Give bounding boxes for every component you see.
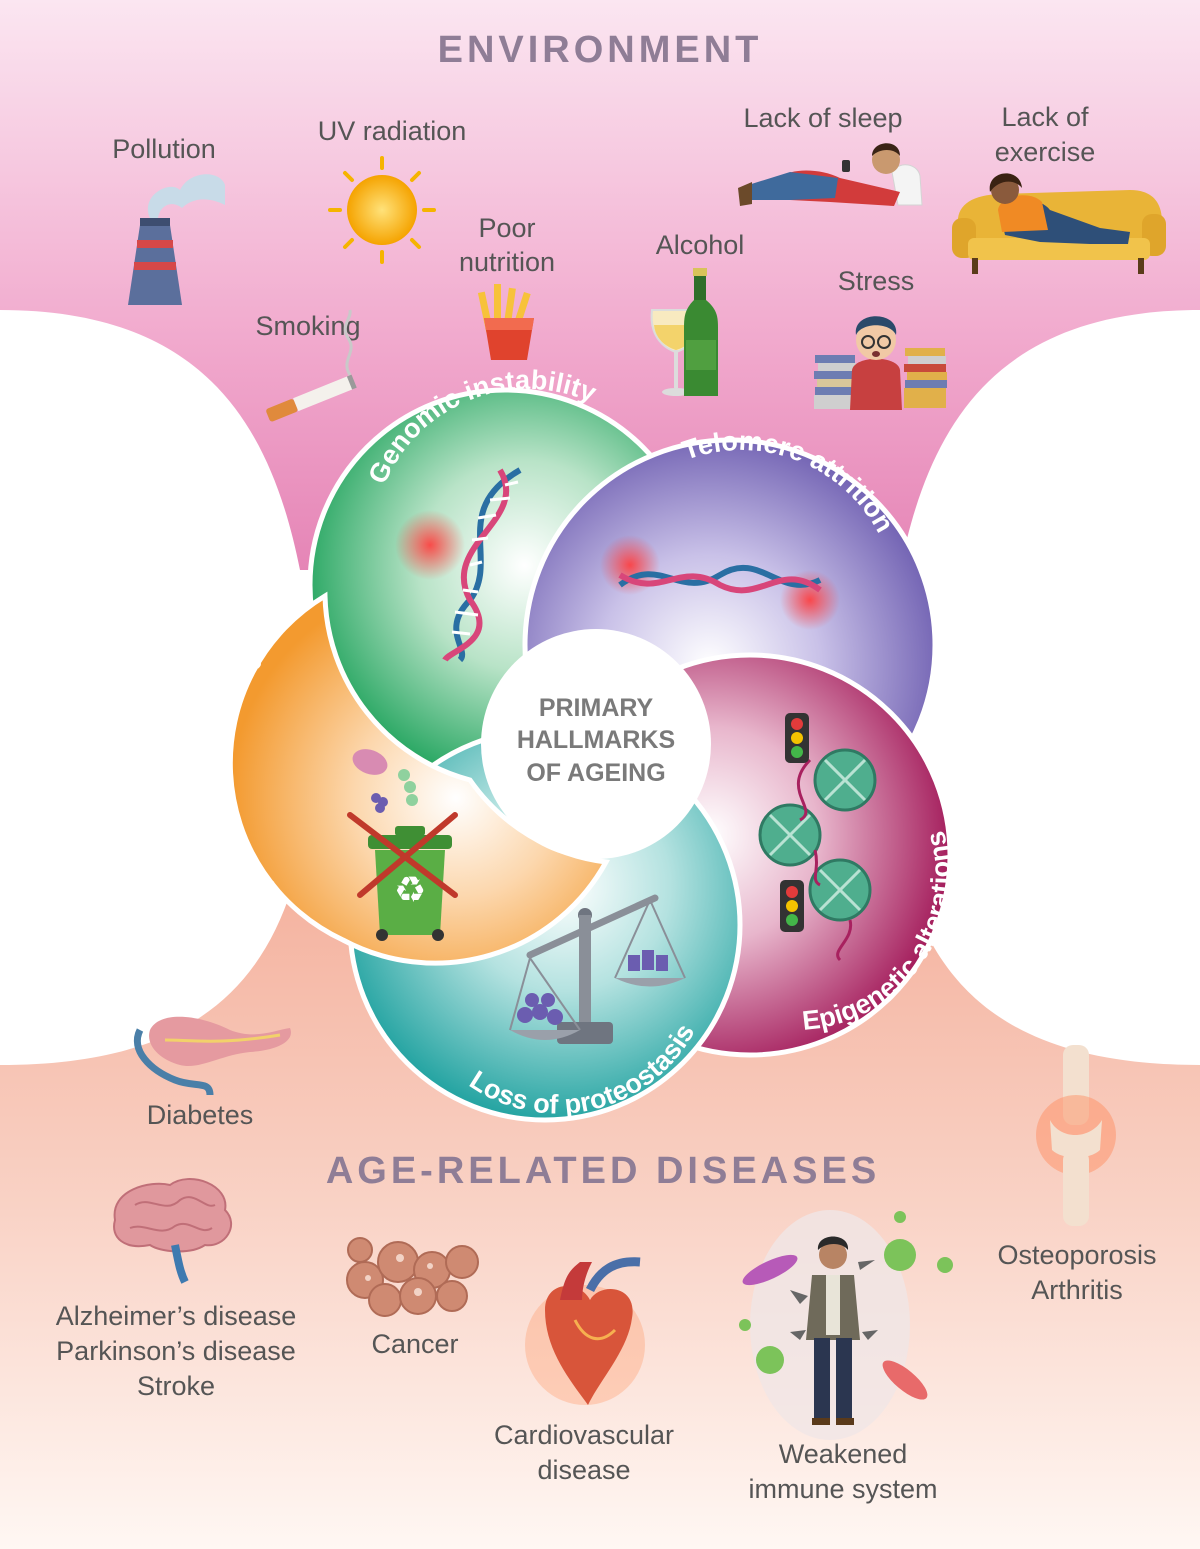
- center-label-line3: OF AGEING: [526, 759, 665, 787]
- label-cardio-1: Cardiovascular: [494, 1420, 674, 1450]
- label-bone-1: Osteoporosis: [997, 1240, 1156, 1270]
- alcohol-icon: [650, 268, 718, 396]
- label-neuro-2: Parkinson’s disease: [56, 1336, 296, 1366]
- label-cancer: Cancer: [371, 1329, 458, 1359]
- knee-joint-icon: [1036, 1045, 1116, 1226]
- balance-scale-icon: [509, 894, 686, 1044]
- label-lack-of-sleep: Lack of sleep: [743, 103, 902, 133]
- center-circle: [481, 629, 711, 859]
- label-immune-1: Weakened: [779, 1439, 908, 1469]
- factory-icon: [128, 174, 225, 305]
- brain-icon: [113, 1178, 232, 1284]
- svg-text:♻: ♻: [394, 870, 426, 911]
- immune-person-icon: [750, 1210, 910, 1440]
- label-lack-of-exercise-1: Lack of: [1001, 102, 1089, 132]
- bacteria-icon: [742, 1254, 928, 1400]
- label-uv-radiation: UV radiation: [318, 116, 467, 146]
- label-stress: Stress: [838, 266, 915, 296]
- label-poor-nutrition-2: nutrition: [459, 247, 555, 277]
- center-label-line2: HALLMARKS: [517, 726, 675, 754]
- recycling-bin-icon: ♻: [347, 749, 458, 941]
- sun-icon: [328, 156, 436, 264]
- sleeping-person-icon: [738, 143, 923, 206]
- tumor-cells-icon: [346, 1237, 479, 1317]
- label-alcohol: Alcohol: [656, 230, 745, 260]
- traffic-light-icon: [780, 880, 804, 932]
- stress-icon: [814, 316, 947, 410]
- label-diabetes: Diabetes: [147, 1100, 254, 1130]
- couch-person-icon: [952, 173, 1166, 274]
- label-neuro-3: Stroke: [137, 1371, 215, 1401]
- fries-icon: [477, 284, 534, 360]
- dna-helix-icon: [395, 467, 522, 663]
- label-neuro-1: Alzheimer’s disease: [56, 1301, 297, 1331]
- diseases-title: AGE-RELATED DISEASES: [326, 1150, 880, 1192]
- nucleosome-icon: [758, 748, 877, 962]
- telomere-dna-icon: [600, 535, 840, 630]
- label-bone-2: Arthritis: [1031, 1275, 1123, 1305]
- cigarette-icon: [266, 309, 357, 422]
- virus-icon: [739, 1211, 953, 1374]
- label-pollution: Pollution: [112, 134, 216, 164]
- label-immune-2: immune system: [748, 1474, 937, 1504]
- center-label-line1: PRIMARY: [539, 694, 654, 722]
- pancreas-icon: [134, 1016, 291, 1096]
- label-cardio-2: disease: [537, 1455, 630, 1485]
- heart-icon: [525, 1257, 645, 1405]
- environment-background: [0, 0, 1200, 570]
- label-smoking: Smoking: [255, 311, 360, 341]
- disk-autophagy-front: [227, 591, 610, 966]
- traffic-light-icon: [785, 713, 809, 763]
- environment-title: ENVIRONMENT: [438, 29, 763, 71]
- label-lack-of-exercise-2: exercise: [995, 137, 1096, 167]
- label-poor-nutrition-1: Poor: [478, 213, 535, 243]
